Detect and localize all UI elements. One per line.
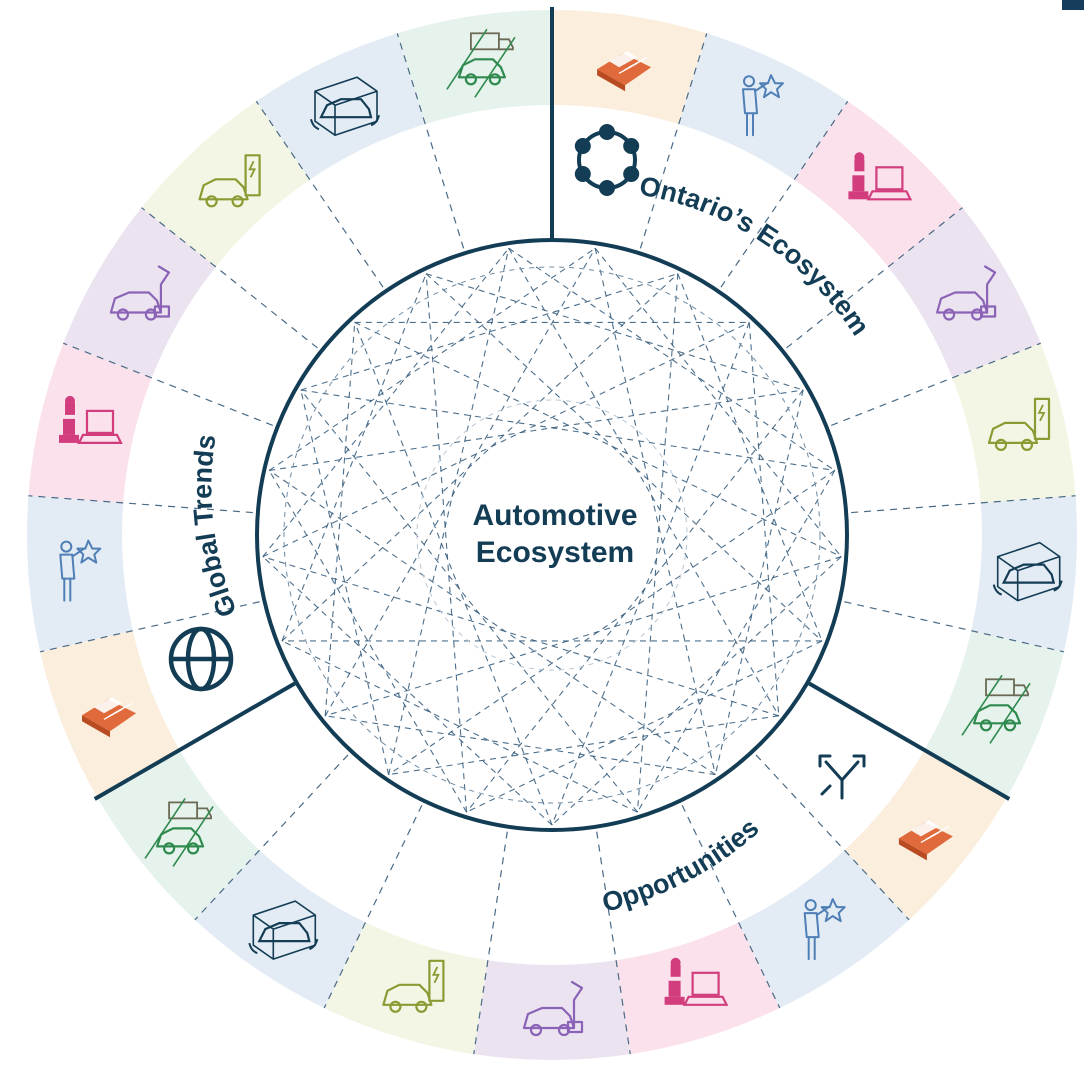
- corner-mark: [1062, 0, 1084, 10]
- car-sensor-box-icon: [310, 76, 380, 136]
- person-idea-icon: [803, 898, 846, 961]
- star-line: [354, 321, 842, 558]
- star-line: [425, 273, 823, 642]
- center-title-line-1: Automotive: [473, 499, 638, 532]
- robot-laptop-icon: [664, 957, 729, 1006]
- section-title-opportunities: Opportunities: [599, 813, 764, 918]
- section-divider: [93, 681, 296, 801]
- ring-segment: [794, 101, 963, 267]
- network-ring-icon: [574, 124, 640, 196]
- ring-divider: [255, 100, 384, 288]
- section-divider: [808, 681, 1011, 801]
- center-circle: [255, 238, 849, 832]
- ring-segment: [616, 922, 780, 1055]
- document-folder-icon: [898, 820, 953, 861]
- inner-guide-circle: [416, 399, 688, 671]
- ring-divider: [63, 342, 273, 426]
- ring-divider: [396, 33, 465, 249]
- star-line: [262, 321, 750, 558]
- ring-divider: [40, 601, 260, 653]
- center-title-line-2: Ecosystem: [476, 536, 634, 569]
- star-line: [300, 389, 638, 813]
- robot-laptop-icon: [848, 152, 913, 201]
- person-idea-icon: [742, 74, 784, 137]
- ring-divider: [639, 33, 708, 249]
- star-line: [594, 248, 716, 775]
- ring-divider: [323, 805, 423, 1009]
- star-line: [269, 389, 804, 472]
- star-line: [466, 389, 804, 813]
- ring-divider: [720, 100, 849, 288]
- ring-divider: [28, 495, 253, 514]
- ring-divider: [194, 754, 349, 921]
- document-folder-icon: [82, 697, 136, 738]
- ev-charging-icon: [987, 397, 1051, 451]
- star-line: [508, 247, 780, 717]
- ring-segment: [194, 850, 366, 1009]
- ring-segment: [141, 101, 310, 267]
- ring-segment: [971, 495, 1077, 652]
- globe-icon: [168, 626, 234, 692]
- ring-divider: [596, 831, 631, 1055]
- car-truck-road-icon: [446, 28, 516, 98]
- car-truck-road-icon: [144, 797, 214, 867]
- ring-segment: [678, 33, 848, 180]
- car-sensor-box-icon: [248, 900, 319, 960]
- ev-charging-icon: [382, 959, 445, 1013]
- ring-divider: [681, 805, 781, 1009]
- star-line: [324, 247, 596, 717]
- section-dividers: [93, 7, 1011, 801]
- outer-guide-circle: [283, 266, 821, 804]
- ring-segment: [97, 750, 260, 920]
- ring-segment: [324, 922, 488, 1055]
- section-title-global-trends: Global Trends: [187, 432, 242, 621]
- document-folder-icon: [597, 51, 652, 92]
- ring-divider: [473, 831, 508, 1055]
- ring-divider: [755, 754, 910, 921]
- star-line: [551, 322, 750, 826]
- person-idea-icon: [59, 539, 102, 602]
- star-line: [300, 389, 835, 472]
- ring-divider: [831, 342, 1041, 426]
- star-line: [325, 556, 842, 717]
- branching-arrows-icon: [818, 754, 866, 800]
- star-line: [262, 556, 779, 717]
- star-line: [636, 273, 679, 813]
- robot-arm-car-icon: [109, 265, 170, 321]
- ring-divider: [844, 601, 1064, 653]
- dashed-star-pattern: [262, 247, 842, 826]
- ring-divider: [141, 207, 318, 349]
- ring-segment: [924, 630, 1064, 798]
- ring-icons: [59, 28, 1063, 1037]
- star-line: [354, 322, 553, 826]
- ring-segment: [26, 495, 133, 652]
- ring-segment: [256, 33, 426, 180]
- ring-divider: [851, 495, 1076, 514]
- robot-laptop-icon: [59, 395, 123, 444]
- ring-segment: [473, 960, 631, 1060]
- ev-charging-icon: [198, 154, 261, 208]
- outer-ring-segments: [26, 10, 1077, 1060]
- star-line: [388, 248, 510, 775]
- car-sensor-box-icon: [992, 541, 1063, 602]
- car-truck-road-icon: [961, 674, 1031, 744]
- star-line: [281, 273, 679, 642]
- star-line: [268, 470, 716, 776]
- ring-segment: [738, 850, 910, 1009]
- star-line: [425, 273, 468, 813]
- star-line: [388, 470, 836, 776]
- robot-arm-car-icon: [935, 265, 997, 321]
- robot-arm-car-icon: [522, 980, 584, 1037]
- ring-segment: [28, 343, 152, 503]
- ring-divider: [786, 207, 963, 349]
